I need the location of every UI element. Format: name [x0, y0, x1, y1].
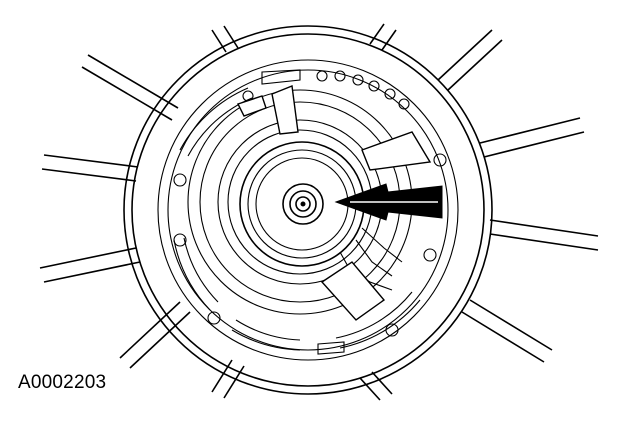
stud	[437, 29, 503, 91]
stud	[81, 54, 179, 121]
stud	[39, 247, 141, 283]
stud	[479, 117, 585, 158]
vanes	[237, 85, 432, 321]
stud	[41, 154, 139, 182]
fluid-passages	[173, 69, 421, 355]
radial-studs	[39, 23, 599, 401]
stud	[119, 301, 191, 369]
center-hub	[282, 183, 324, 225]
stud	[489, 219, 599, 251]
stud	[359, 371, 393, 401]
stud	[461, 299, 553, 363]
stud	[211, 25, 239, 53]
arrow-icon	[334, 183, 443, 221]
figure-id-label: A0002203	[18, 372, 107, 393]
housing-rings	[123, 25, 493, 395]
stud	[211, 359, 245, 399]
stud	[369, 23, 397, 51]
bolt-holes	[173, 70, 447, 337]
